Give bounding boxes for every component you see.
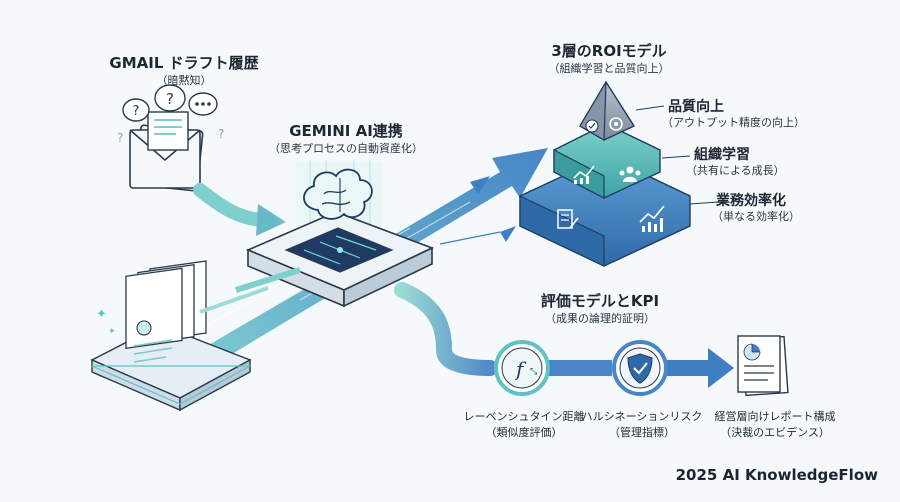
flow-tube-to-kpi — [199, 267, 498, 376]
kpi-item-report-subtitle: （決裁のエビデンス） — [720, 426, 830, 439]
roi-layer-efficiency-title: 業務効率化 — [716, 193, 786, 209]
envelope-icon — [129, 111, 204, 192]
gemini-subtitle: （思考プロセスの自動資産化） — [269, 142, 423, 155]
svg-text:?: ? — [166, 90, 174, 108]
footer-brand: 2025 AI KnowledgeFlow — [675, 466, 878, 484]
kpi-item-report-title: 経営層向けレポート構成 — [714, 410, 836, 423]
svg-text:✦: ✦ — [108, 327, 116, 337]
bar-chart-icon — [639, 205, 665, 232]
leader-line-learning — [661, 155, 691, 159]
svg-text:⤡: ⤡ — [530, 367, 537, 377]
gmail-title: GMAIL ドラフト履歴 — [109, 54, 259, 72]
check-badge-icon — [585, 119, 599, 133]
kpi-subtitle: （成果の論理的証明） — [545, 312, 655, 325]
leader-line-quality — [635, 105, 665, 111]
roi-layer-quality-title: 品質向上 — [668, 99, 724, 115]
kpi-connector — [540, 348, 734, 388]
kpi-item-levenshtein-subtitle: （類似度評価） — [485, 426, 563, 439]
roi-layer-learning-title: 組織学習 — [694, 147, 750, 163]
gemini-title: GEMINI AI連携 — [289, 122, 403, 140]
kpi-item-levenshtein-title: レーベンシュタイン距離 — [463, 410, 585, 423]
kpi-item-hallucination-title: ハルシネーションリスク — [581, 410, 703, 423]
gear-icon — [609, 117, 623, 131]
roi-title: 3層のROIモデル — [551, 42, 667, 60]
people-icon — [619, 166, 641, 182]
flow-arrow-envelope-to-chip — [193, 183, 286, 236]
svg-text:✦: ✦ — [96, 307, 107, 322]
leader-line-efficiency — [689, 201, 719, 205]
roi-layer-learning-subtitle: （共有による成長） — [686, 164, 785, 177]
report-document-icon — [737, 335, 789, 397]
roi-layer-efficiency-subtitle: （単なる効率化） — [712, 210, 800, 223]
roi-layer-quality-subtitle: （アウトプット精度の向上） — [662, 116, 805, 129]
kpi-item-hallucination-subtitle: （管理指標） — [609, 426, 675, 439]
document-stack-icon: ✦ ✦ — [90, 260, 252, 412]
brain-icon — [303, 168, 373, 220]
document-edit-icon — [557, 209, 579, 229]
roi-subtitle: （組織学習と品質向上） — [548, 62, 670, 75]
speech-bubble-question-icon: ? ? ? ? — [117, 84, 224, 145]
roi-pyramid — [519, 80, 691, 267]
svg-text:?: ? — [133, 104, 140, 119]
formula-icon: f ⤡ — [494, 340, 550, 396]
shield-check-icon — [612, 340, 668, 396]
svg-text:?: ? — [117, 131, 123, 145]
gmail-subtitle: （暗黙知） — [156, 74, 212, 87]
growth-chart-icon — [573, 165, 595, 184]
svg-text:?: ? — [218, 127, 224, 141]
kpi-title: 評価モデルとKPI — [540, 292, 660, 310]
